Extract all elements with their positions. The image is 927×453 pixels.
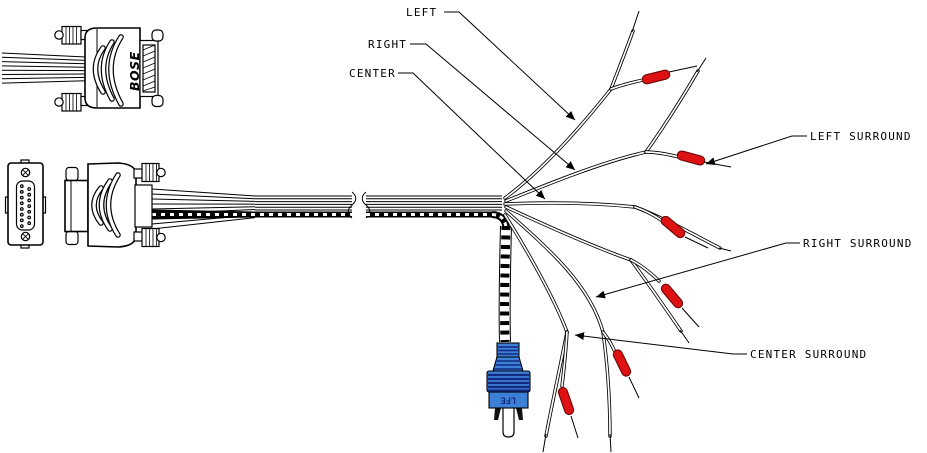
- plug-wire-tip: [668, 65, 698, 73]
- rca-plug-red-5: [612, 349, 632, 377]
- leader-right-surround: [595, 242, 800, 299]
- plug-wire-tip: [703, 161, 732, 168]
- d-shell-inset: [15, 180, 36, 231]
- bare-wire-tip: [679, 329, 690, 344]
- plug-body: [488, 391, 529, 409]
- rca-plug-red-4: [660, 283, 684, 309]
- plug-wire-tip: [628, 376, 640, 399]
- wire-branch-right: [504, 57, 707, 203]
- leader-center-surround: [574, 332, 747, 355]
- guide-post: [65, 166, 79, 182]
- plug-prong: [516, 408, 523, 420]
- bare-wire-tip: [631, 10, 640, 33]
- thumbscrew: [54, 25, 88, 45]
- rca-plug-red-1: [641, 69, 671, 85]
- label-right-surround: RIGHT SURROUND: [803, 237, 913, 250]
- thumbscrew: [133, 162, 166, 183]
- pin-field: [19, 184, 32, 229]
- rca-plug-red-3: [660, 215, 686, 239]
- plug-wire-tip: [570, 415, 579, 439]
- label-center: CENTER: [349, 67, 396, 80]
- ribbon-cable-stub: [1, 52, 87, 84]
- metal-shell: [139, 29, 164, 108]
- metal-face-plate: [64, 179, 89, 233]
- wire-branch-left-surround: [504, 205, 690, 344]
- lfe-rca-plug: LFE: [486, 342, 531, 438]
- thumbscrew: [133, 227, 166, 248]
- lfe-plug-label: LFE: [501, 395, 516, 405]
- callouts: LEFT RIGHT CENTER LEFT SURROUND RIGHT SU…: [349, 6, 913, 361]
- center-pin: [502, 405, 515, 438]
- screw-hole: [20, 167, 31, 178]
- plug-wire-tip: [684, 236, 709, 249]
- label-center-surround: CENTER SURROUND: [750, 348, 867, 361]
- plug-wire-tip: [681, 307, 700, 328]
- dsub-connector-top-view: BOSE: [1, 25, 164, 112]
- bare-wire-tip: [718, 247, 732, 252]
- label-left: LEFT: [406, 6, 437, 19]
- bare-wire-tip: [609, 433, 612, 453]
- rca-plug-red-2: [676, 150, 706, 166]
- bare-wire-tip: [696, 57, 707, 73]
- rca-plug-red-6: [557, 386, 575, 416]
- leader-left: [444, 11, 576, 121]
- bose-logo: BOSE: [127, 51, 142, 91]
- plug-prong: [494, 408, 501, 420]
- ribbon-cable: [151, 188, 510, 230]
- dsub-connector-side-view: [64, 162, 166, 248]
- leader-center: [398, 72, 546, 200]
- label-left-surround: LEFT SURROUND: [810, 130, 912, 143]
- wire-branch-center-surround: [503, 213, 569, 453]
- leader-left-surround: [705, 135, 807, 166]
- cable-clamp: [134, 184, 153, 228]
- thumbscrew: [54, 92, 88, 112]
- guide-pin: [151, 29, 164, 42]
- bare-wire-tip: [542, 433, 547, 453]
- screw-hole: [20, 231, 31, 242]
- wire-branch-left: [503, 10, 645, 200]
- label-right: RIGHT: [368, 38, 407, 51]
- wire-branch-center: [503, 201, 732, 252]
- guide-pin: [151, 94, 164, 108]
- lfe-drop-cable: [498, 225, 512, 343]
- wire-branch-right-surround: [504, 209, 616, 453]
- dsub-connector-face-view: [4, 159, 47, 249]
- leader-right: [410, 43, 576, 171]
- guide-post: [65, 230, 79, 246]
